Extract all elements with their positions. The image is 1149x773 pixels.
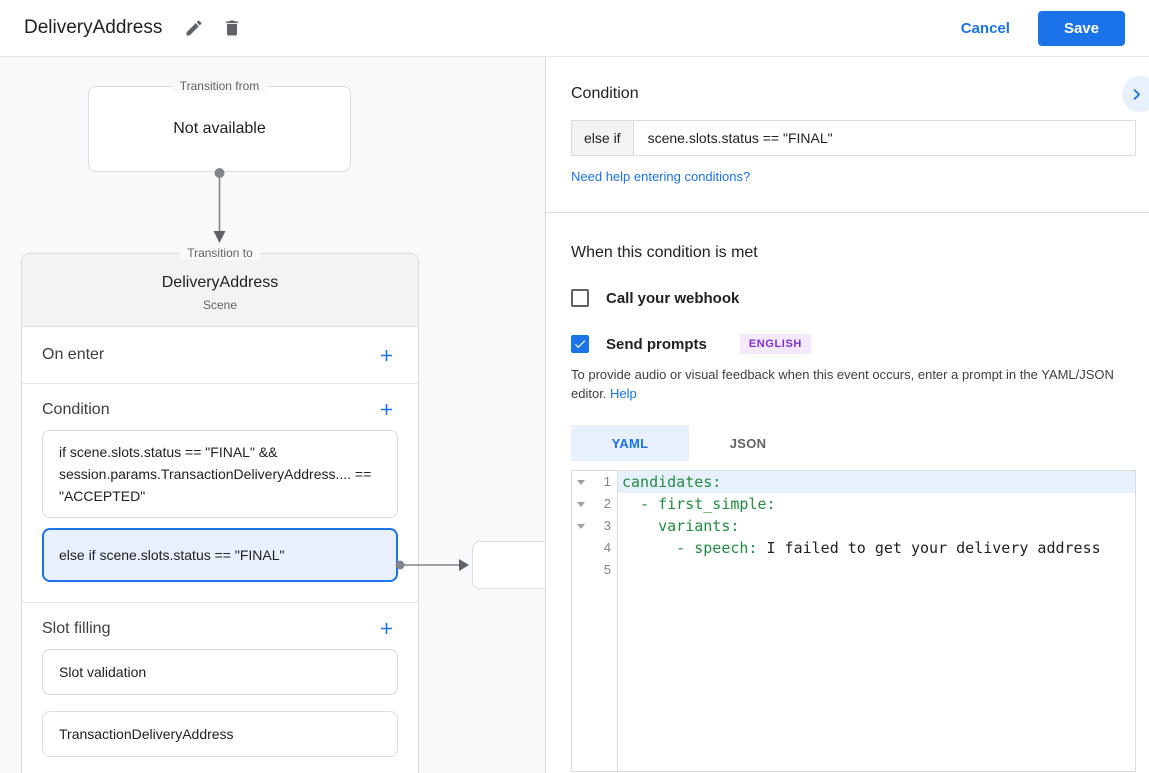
code-line[interactable]: 4 - speech: I failed to get your deliver…: [572, 537, 1135, 559]
line-number: 4: [603, 540, 611, 555]
transition-target-box[interactable]: [472, 541, 545, 589]
condition-section: Condition if scene.slots.status == "FINA…: [22, 384, 418, 603]
fold-icon[interactable]: [577, 479, 585, 485]
plus-icon: [380, 403, 393, 416]
save-button[interactable]: Save: [1037, 10, 1125, 46]
scene-type-label: Scene: [202, 298, 238, 312]
prompt-description: To provide audio or visual feedback when…: [571, 365, 1136, 403]
prompt-description-text: To provide audio or visual feedback when…: [571, 367, 1114, 401]
plus-icon: [380, 622, 393, 635]
condition-card-selected[interactable]: else if scene.slots.status == "FINAL": [42, 528, 398, 582]
delete-button[interactable]: [218, 14, 246, 42]
slot-card[interactable]: TransactionDeliveryAddress: [42, 711, 398, 757]
section-divider: [546, 212, 1149, 213]
language-badge: ENGLISH: [739, 334, 811, 354]
transition-to-legend: Transition to: [179, 246, 261, 260]
checkmark-icon: [574, 340, 586, 349]
add-slot-button[interactable]: [375, 617, 398, 640]
line-number: 2: [603, 496, 611, 511]
code-line[interactable]: 5: [572, 559, 1135, 581]
code-line[interactable]: 3 variants:: [572, 515, 1135, 537]
edit-button[interactable]: [180, 14, 208, 42]
collapse-panel-button[interactable]: [1122, 76, 1149, 112]
fold-icon[interactable]: [577, 523, 585, 529]
yaml-code-editor[interactable]: 1 candidates: 2 - first_simple: 3 varian…: [571, 470, 1136, 772]
send-prompts-checkbox[interactable]: [571, 335, 589, 353]
webhook-label: Call your webhook: [606, 289, 740, 307]
condition-section-label: Condition: [42, 400, 110, 418]
transition-from-legend: Transition from: [171, 79, 268, 93]
condition-heading: Condition: [571, 85, 639, 102]
line-number: 1: [603, 474, 611, 489]
scene-diagram-canvas: Transition from Not available Transition…: [0, 57, 546, 773]
condition-editor-panel: Condition else if scene.slots.status == …: [546, 57, 1149, 773]
trash-icon: [226, 20, 239, 36]
when-met-heading: When this condition is met: [571, 244, 758, 261]
on-enter-label: On enter: [42, 346, 105, 363]
condition-operator: else if: [572, 121, 634, 155]
add-on-enter-button[interactable]: [375, 344, 398, 367]
pencil-icon: [186, 20, 202, 36]
line-number: 5: [603, 562, 611, 577]
slot-filling-section: Slot filling Slot validation Transaction…: [22, 603, 418, 773]
help-link[interactable]: Help: [610, 386, 637, 401]
tab-yaml[interactable]: YAML: [571, 425, 689, 461]
tab-json[interactable]: JSON: [729, 435, 767, 451]
cancel-button[interactable]: Cancel: [960, 19, 1010, 37]
scene-card: Transition to DeliveryAddress Scene On e…: [21, 246, 419, 773]
condition-expression-input[interactable]: scene.slots.status == "FINAL": [647, 130, 833, 146]
line-number: 3: [603, 518, 611, 533]
top-bar: DeliveryAddress Cancel Save: [0, 0, 1149, 57]
add-condition-button[interactable]: [375, 398, 398, 421]
on-enter-section[interactable]: On enter: [22, 327, 418, 384]
webhook-row: Call your webhook: [571, 289, 1137, 307]
slot-filling-label: Slot filling: [42, 619, 111, 637]
send-prompts-row: Send prompts ENGLISH: [571, 334, 1137, 354]
fold-icon[interactable]: [577, 501, 585, 507]
scene-header[interactable]: DeliveryAddress Scene: [22, 254, 418, 327]
transition-down-arrow-icon: [213, 168, 226, 243]
page-title: DeliveryAddress: [24, 17, 163, 38]
send-prompts-label: Send prompts: [606, 335, 707, 353]
condition-input-row: else if scene.slots.status == "FINAL": [571, 120, 1136, 156]
transition-from-content: Not available: [173, 120, 266, 137]
code-line[interactable]: 1 candidates:: [572, 471, 1135, 493]
chevron-right-icon: [1133, 88, 1140, 100]
transition-from-box[interactable]: Transition from Not available: [88, 79, 351, 172]
plus-icon: [380, 349, 393, 361]
scene-name: DeliveryAddress: [161, 274, 279, 291]
webhook-checkbox[interactable]: [571, 289, 589, 307]
slot-card[interactable]: Slot validation: [42, 649, 398, 695]
condition-card[interactable]: if scene.slots.status == "FINAL" && sess…: [42, 430, 398, 518]
editor-tabs: YAML JSON: [571, 425, 1137, 461]
conditions-help-link[interactable]: Need help entering conditions?: [571, 169, 751, 184]
code-editor-empty-area[interactable]: [572, 581, 1135, 771]
code-line[interactable]: 2 - first_simple:: [572, 493, 1135, 515]
